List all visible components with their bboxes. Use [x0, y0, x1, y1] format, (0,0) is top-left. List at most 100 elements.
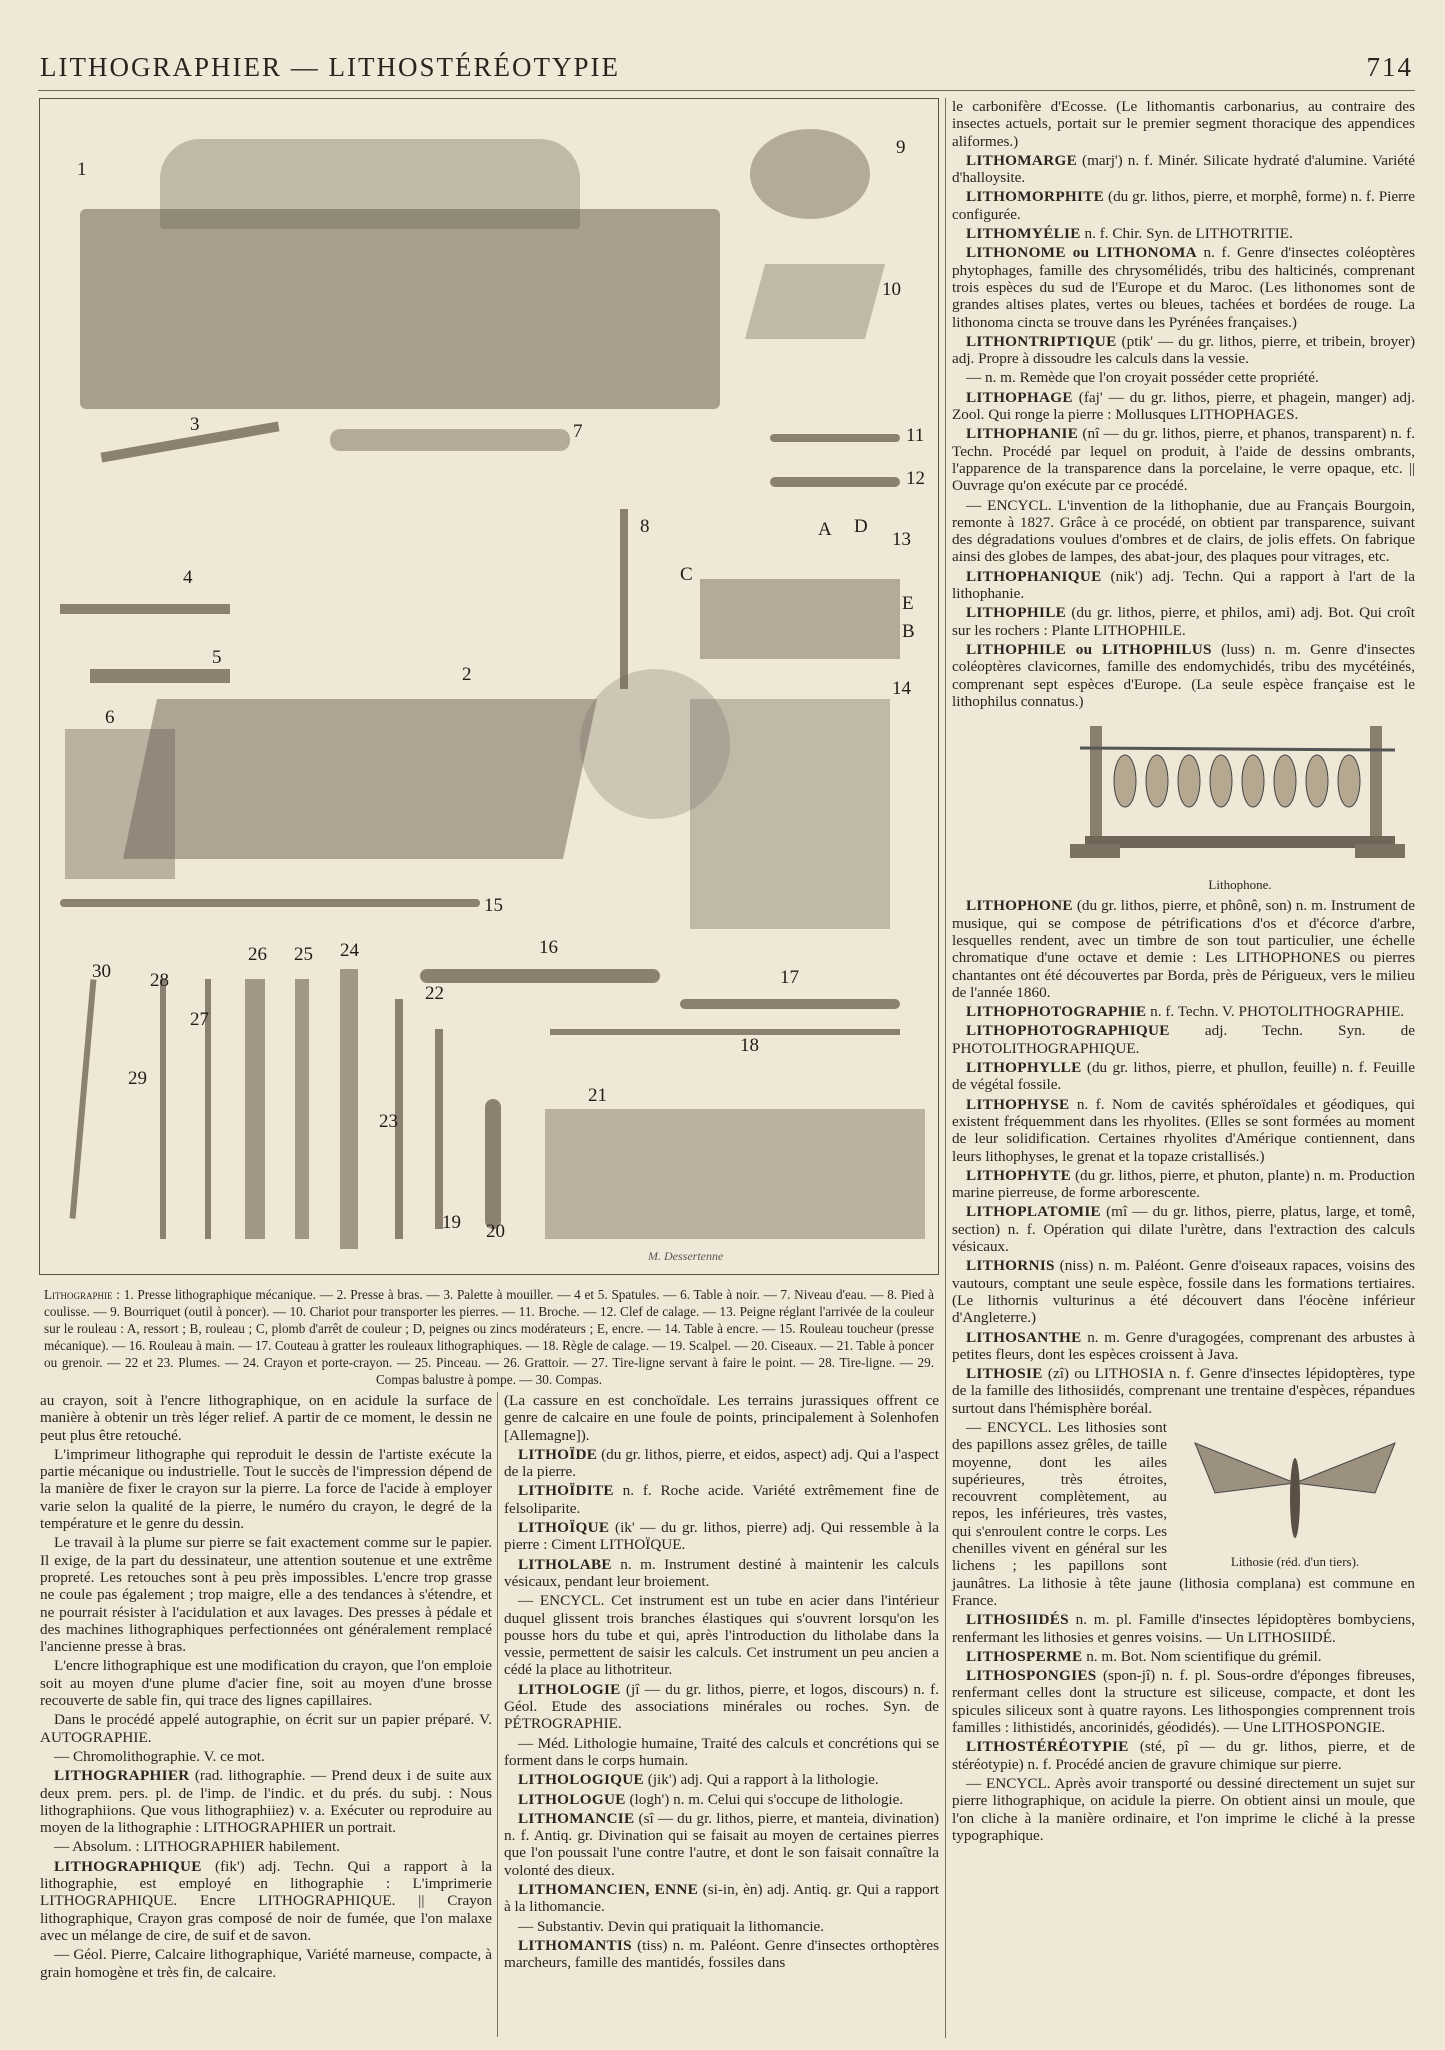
entry-text: L'encre lithographique est une modificat…: [40, 1657, 492, 1710]
entry-headword: LITHOPHAGE: [966, 388, 1073, 406]
chariot-drawing: [744, 264, 886, 339]
figure-label: 25: [294, 944, 313, 965]
figure-label: 30: [92, 961, 111, 982]
dictionary-entry: LITHOPHOTOGRAPHIQUE adj. Techn. Syn. de …: [952, 1022, 1415, 1057]
figure-label: 11: [906, 425, 925, 446]
figure-label: 1: [77, 159, 87, 180]
dictionary-entry: LITHOLOGUE (logh') n. m. Celui qui s'occ…: [504, 1791, 939, 1808]
paragraph: (La cassure en est conchoïdale. Les terr…: [504, 1392, 939, 1444]
paragraph: L'imprimeur lithographe qui reproduit le…: [40, 1446, 492, 1532]
entry-text: Le travail à la plume sur pierre se fait…: [40, 1534, 492, 1656]
entry-text: n. f. Nom de cavités sphéroïdales et géo…: [952, 1095, 1415, 1165]
entry-headword: LITHOÏDITE: [518, 1482, 614, 1500]
dictionary-entry: LITHOPLATOMIE (mî — du gr. lithos, pierr…: [952, 1203, 1415, 1255]
paragraph: — Chromolithographie. V. ce mot.: [40, 1748, 492, 1765]
peigne-drawing: [700, 579, 900, 659]
dictionary-entry: LITHOPHYLLE (du gr. lithos, pierre, et p…: [952, 1059, 1415, 1094]
ink-table-drawing: [690, 699, 890, 929]
entry-text: (zî) ou LITHOSIA n. f. Genre d'insectes …: [952, 1365, 1415, 1417]
dictionary-entry: LITHOPHANIE (nî — du gr. lithos, pierre,…: [952, 425, 1415, 494]
entry-text: (marj') n. f. Minér. Silicate hydraté d'…: [952, 151, 1415, 187]
pied-coulisse-drawing: [620, 509, 628, 689]
lithophone-illustration: Lithophone.: [1065, 716, 1415, 893]
text-column-2: (La cassure en est conchoïdale. Les terr…: [504, 1392, 939, 1974]
entry-headword: LITHOPHYSE: [966, 1095, 1070, 1113]
illustration-caption: Lithosie (réd. d'un tiers).: [1230, 1554, 1360, 1569]
figure-label: E: [902, 593, 914, 614]
entry-text: Dans le procédé appelé autographie, on é…: [40, 1711, 492, 1746]
entry-text: (sî — du gr. lithos, pierre, et manteia,…: [504, 1809, 939, 1879]
spatule-drawing: [60, 604, 230, 614]
entry-text: (La cassure en est conchoïdale. Les terr…: [504, 1392, 939, 1444]
entry-text: (du gr. lithos, pierre, et phônê, son) n…: [952, 897, 1415, 1001]
figure-label: 19: [442, 1212, 461, 1233]
text-column-1: au crayon, soit à l'encre lithographique…: [40, 1392, 492, 1983]
figure-label: 2: [462, 664, 472, 685]
entry-text: (du gr. lithos, pierre, et phullon, feui…: [952, 1059, 1415, 1094]
pinceau-drawing: [295, 979, 309, 1239]
entry-headword: LITHOSPERME: [966, 1647, 1083, 1665]
entry-headword: LITHOPHILE: [966, 604, 1067, 622]
entry-text: (ik' — du gr. lithos, pierre) adj. Qui r…: [504, 1519, 939, 1554]
paragraph: — Absolum. : LITHOGRAPHIER habilement.: [40, 1838, 492, 1855]
entry-text: n. f. Roche acide. Variété extrêmement f…: [504, 1482, 939, 1517]
header-rule: [38, 90, 1415, 91]
entry-text: n. m. pl. Famille d'insectes lépidoptère…: [952, 1611, 1415, 1646]
mechanical-press-drawing: [80, 209, 720, 409]
dictionary-entry: LITHOSPONGIES (spon-jî) n. f. pl. Sous-o…: [952, 1667, 1415, 1736]
entry-text: — ENCYCL. Cet instrument est un tube en …: [504, 1592, 939, 1679]
entry-text: — Chromolithographie. V. ce mot.: [54, 1747, 265, 1765]
entry-headword: LITHOMANTIS: [518, 1936, 632, 1954]
dictionary-entry: LITHOPHILE (du gr. lithos, pierre, et ph…: [952, 604, 1415, 639]
entry-text: (si-in, èn) adj. Antiq. gr. Qui a rappor…: [504, 1881, 940, 1916]
text-column-3: le carbonifère d'Ecosse. (Le lithomantis…: [952, 98, 1415, 1846]
dictionary-entry: LITHOPHAGE (faj' — du gr. lithos, pierre…: [952, 389, 1415, 424]
entry-text: (jî — du gr. lithos, pierre, et logos, d…: [504, 1680, 939, 1733]
compas-drawing: [69, 979, 97, 1219]
dictionary-entry: LITHOPHILE ou LITHOPHILUS (luss) n. m. G…: [952, 641, 1415, 710]
grattoir-drawing: [245, 979, 265, 1239]
dictionary-entry: LITHOMANCIEN, ENNE (si-in, èn) adj. Anti…: [504, 1881, 939, 1916]
entry-headword: LITHOPHANIQUE: [966, 567, 1102, 585]
entry-text: (du gr. lithos, pierre, et eidos, aspect…: [504, 1445, 939, 1481]
entry-text: (mî — du gr. lithos, pierre, platus, lar…: [952, 1203, 1415, 1256]
figure-label: 3: [190, 414, 200, 435]
ciseaux-drawing: [485, 1099, 501, 1229]
caption-text: 1. Presse lithographique mécanique. — 2.…: [44, 1287, 935, 1387]
roller-drawing: [60, 899, 480, 907]
dictionary-entry: LITHOLABE n. m. Instrument destiné à mai…: [504, 1556, 939, 1591]
entry-text: (nî — du gr. lithos, pierre, et phanos, …: [952, 425, 1415, 495]
dictionary-entry: LITHOPHYTE (du gr. lithos, pierre, et ph…: [952, 1167, 1415, 1202]
entry-text: — Méd. Lithologie humaine, Traité des ca…: [504, 1734, 939, 1769]
entry-text: n. f. Chir. Syn. de LITHOTRITIE.: [1080, 225, 1293, 243]
running-head-title: LITHOGRAPHIER — LITHOSTÉRÉOTYPIE: [40, 52, 620, 82]
entry-text: n. m. Instrument destiné à maintenir les…: [504, 1555, 939, 1590]
entry-headword: LITHOMANCIEN, ENNE: [518, 1881, 699, 1899]
paragraph: — Substantiv. Devin qui pratiquait la li…: [504, 1918, 939, 1935]
dictionary-entry: LITHOÏDE (du gr. lithos, pierre, et eido…: [504, 1446, 939, 1481]
paragraph: — n. m. Remède que l'on croyait posséder…: [952, 369, 1415, 386]
figure-label: 21: [588, 1085, 607, 1106]
figure-label: 28: [150, 970, 169, 991]
entry-text: au crayon, soit à l'encre lithographique…: [40, 1392, 492, 1444]
entry-text: adj. Techn. Syn. de PHOTOLITHOGRAPHIQUE.: [952, 1022, 1415, 1057]
entry-text: (niss) n. m. Paléont. Genre d'oiseaux ra…: [952, 1257, 1415, 1327]
entry-headword: LITHONOME ou LITHONOMA: [966, 244, 1197, 262]
entry-text: n. m. Genre d'uragogées, comprenant des …: [952, 1328, 1415, 1363]
column-rule: [945, 98, 946, 2038]
regle-drawing: [550, 1029, 900, 1035]
figure-label: 5: [212, 647, 222, 668]
engraver-signature: M. Dessertenne: [648, 1249, 724, 1263]
entry-headword: LITHOPHYLLE: [966, 1059, 1082, 1077]
entry-text: (du gr. lithos, pierre, et philos, ami) …: [952, 604, 1415, 639]
entry-text: n. f. Techn. V. PHOTOLITHOGRAPHIE.: [1146, 1003, 1405, 1021]
dictionary-entry: LITHORNIS (niss) n. m. Paléont. Genre d'…: [952, 1257, 1415, 1326]
entry-headword: LITHOÏDE: [518, 1445, 598, 1463]
entry-headword: LITHOMARGE: [966, 151, 1078, 169]
figure-label: 14: [892, 678, 911, 699]
hand-press-wheel-drawing: [580, 669, 730, 819]
hand-roller-drawing: [420, 969, 660, 983]
paragraph: — ENCYCL. Cet instrument est un tube en …: [504, 1592, 939, 1678]
dictionary-entry: LITHOMANTIS (tiss) n. m. Paléont. Genre …: [504, 1937, 939, 1972]
figure-label: 12: [906, 468, 925, 489]
